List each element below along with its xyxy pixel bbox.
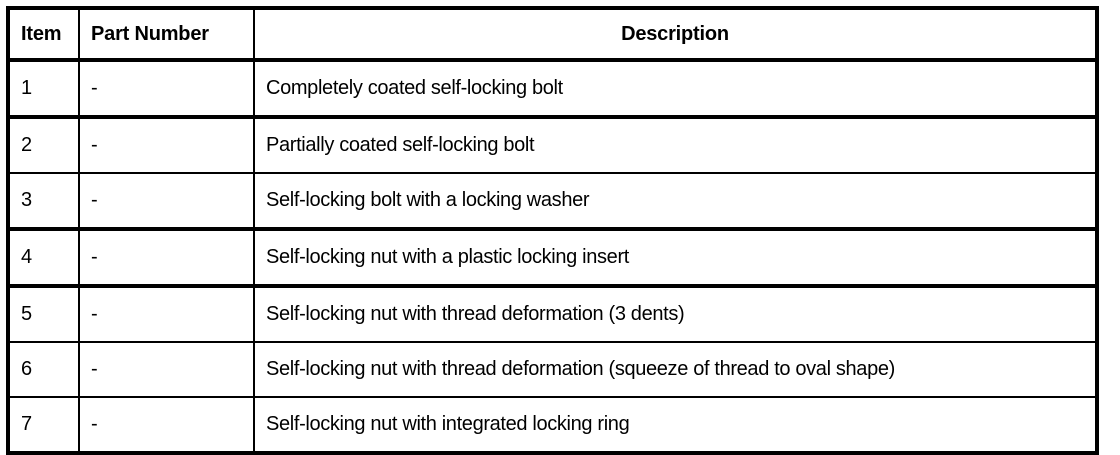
- cell-part-number: -: [78, 117, 255, 174]
- table-row: 1 - Completely coated self-locking bolt: [7, 60, 1098, 119]
- cell-item: 2: [7, 117, 80, 174]
- table-row: 4 - Self-locking nut with a plastic lock…: [7, 229, 1098, 288]
- description-value: Self-locking nut with a plastic locking …: [266, 246, 629, 269]
- table-row: 5 - Self-locking nut with thread deforma…: [7, 286, 1098, 343]
- header-row: Item Part Number Description: [7, 8, 1098, 62]
- item-value: 7: [21, 413, 32, 436]
- cell-item: 5: [7, 286, 80, 343]
- description-value: Self-locking nut with thread deformation…: [266, 358, 895, 381]
- description-value: Completely coated self-locking bolt: [266, 77, 563, 100]
- cell-part-number: -: [78, 229, 255, 288]
- cell-description: Self-locking bolt with a locking washer: [253, 173, 1098, 231]
- part-number-value: -: [91, 413, 98, 436]
- cell-item: 4: [7, 229, 80, 288]
- cell-part-number: -: [78, 173, 255, 231]
- description-value: Self-locking nut with integrated locking…: [266, 413, 630, 436]
- part-number-value: -: [91, 189, 98, 212]
- description-value: Self-locking bolt with a locking washer: [266, 189, 590, 212]
- column-header-part-number: Part Number: [78, 8, 255, 62]
- table-row: 6 - Self-locking nut with thread deforma…: [7, 342, 1098, 398]
- item-value: 6: [21, 358, 32, 381]
- cell-part-number: -: [78, 286, 255, 343]
- table-body: 1 - Completely coated self-locking bolt …: [7, 60, 1098, 453]
- item-value: 3: [21, 189, 32, 212]
- parts-table-container: Item Part Number Description 1 - Complet…: [6, 6, 1099, 455]
- part-number-value: -: [91, 303, 98, 326]
- cell-item: 6: [7, 342, 80, 398]
- item-value: 4: [21, 246, 32, 269]
- column-header-description: Description: [253, 8, 1098, 62]
- cell-description: Completely coated self-locking bolt: [253, 60, 1098, 119]
- part-number-value: -: [91, 134, 98, 157]
- part-number-value: -: [91, 246, 98, 269]
- description-value: Partially coated self-locking bolt: [266, 134, 535, 157]
- part-number-value: -: [91, 77, 98, 100]
- column-header-item: Item: [7, 8, 80, 62]
- item-value: 2: [21, 134, 32, 157]
- table-row: 7 - Self-locking nut with integrated loc…: [7, 397, 1098, 453]
- cell-part-number: -: [78, 397, 255, 453]
- cell-description: Partially coated self-locking bolt: [253, 117, 1098, 174]
- cell-item: 7: [7, 397, 80, 453]
- table-row: 2 - Partially coated self-locking bolt: [7, 117, 1098, 174]
- item-value: 5: [21, 303, 32, 326]
- part-number-value: -: [91, 358, 98, 381]
- cell-description: Self-locking nut with thread deformation…: [253, 342, 1098, 398]
- parts-table: Item Part Number Description 1 - Complet…: [6, 6, 1099, 455]
- cell-item: 3: [7, 173, 80, 231]
- cell-item: 1: [7, 60, 80, 119]
- cell-description: Self-locking nut with a plastic locking …: [253, 229, 1098, 288]
- table-row: 3 - Self-locking bolt with a locking was…: [7, 173, 1098, 231]
- table-header: Item Part Number Description: [7, 8, 1098, 62]
- description-value: Self-locking nut with thread deformation…: [266, 303, 685, 326]
- item-value: 1: [21, 77, 32, 100]
- cell-part-number: -: [78, 60, 255, 119]
- cell-description: Self-locking nut with thread deformation…: [253, 286, 1098, 343]
- cell-description: Self-locking nut with integrated locking…: [253, 397, 1098, 453]
- cell-part-number: -: [78, 342, 255, 398]
